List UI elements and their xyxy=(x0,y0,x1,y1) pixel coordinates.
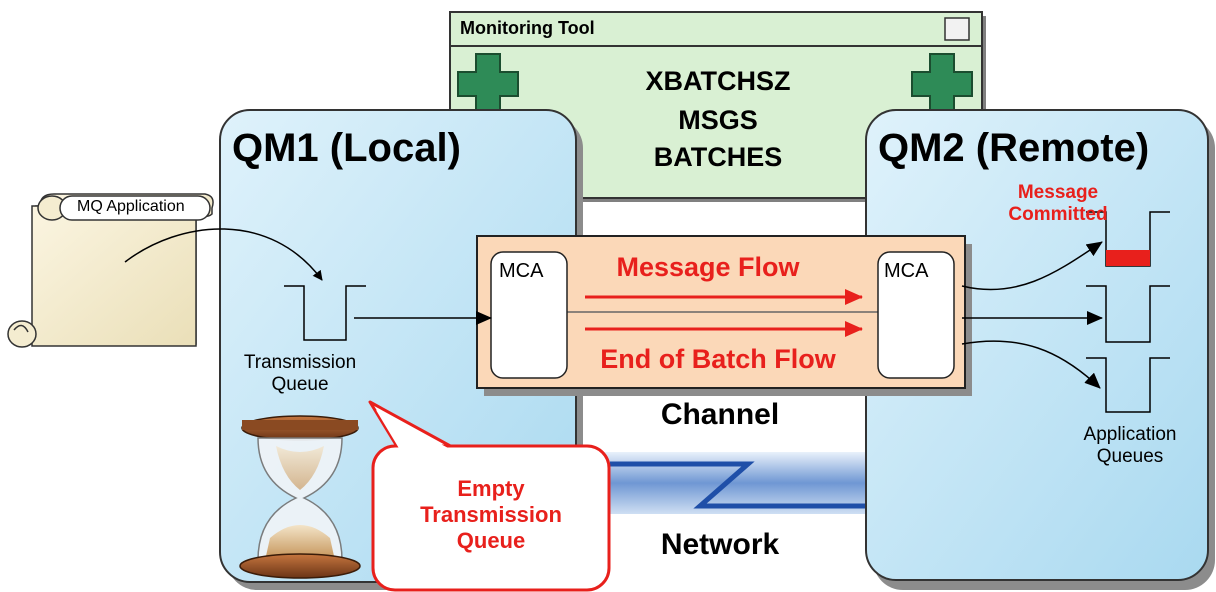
qm2-title: QM2 (Remote) xyxy=(878,126,1150,170)
channel-label: Channel xyxy=(660,398,780,431)
application-queue-2 xyxy=(1086,285,1170,343)
transmission-queue-icon xyxy=(284,285,366,341)
mca-left-label: MCA xyxy=(499,260,544,282)
mca-right-label: MCA xyxy=(884,260,929,282)
message-committed-label: Message Committed xyxy=(1008,182,1108,226)
monitor-metric-xbatchsz: XBATCHSZ xyxy=(645,66,791,96)
application-queue-3 xyxy=(1086,357,1170,413)
qm1-title: QM1 (Local) xyxy=(232,126,461,170)
message-flow-label: Message Flow xyxy=(616,252,800,282)
transmission-queue-label: Transmission Queue xyxy=(243,352,357,396)
monitor-metric-batches: BATCHES xyxy=(653,142,783,172)
mq-application-label: MQ Application xyxy=(77,198,185,215)
end-of-batch-flow-label: End of Batch Flow xyxy=(600,344,836,374)
mca-to-queue1-arrow xyxy=(961,241,1103,291)
mca-right-box xyxy=(877,251,955,379)
callout-text: Empty Transmission Queue xyxy=(420,476,562,553)
monitoring-tool-title: Monitoring Tool xyxy=(460,18,595,38)
application-queue-1 xyxy=(1086,211,1170,267)
empty-queue-callout xyxy=(368,400,611,592)
network-link xyxy=(572,452,868,514)
hourglass-icon xyxy=(239,415,361,579)
window-maximize-button[interactable] xyxy=(944,17,970,41)
network-label: Network xyxy=(660,528,780,561)
mq-application-scroll xyxy=(7,193,214,348)
mca-to-queue3-arrow xyxy=(961,340,1101,389)
application-queues-label: Application Queues xyxy=(1083,424,1177,468)
monitor-metric-msgs: MSGS xyxy=(678,105,758,135)
app-to-xmitq-arrow xyxy=(124,228,323,281)
